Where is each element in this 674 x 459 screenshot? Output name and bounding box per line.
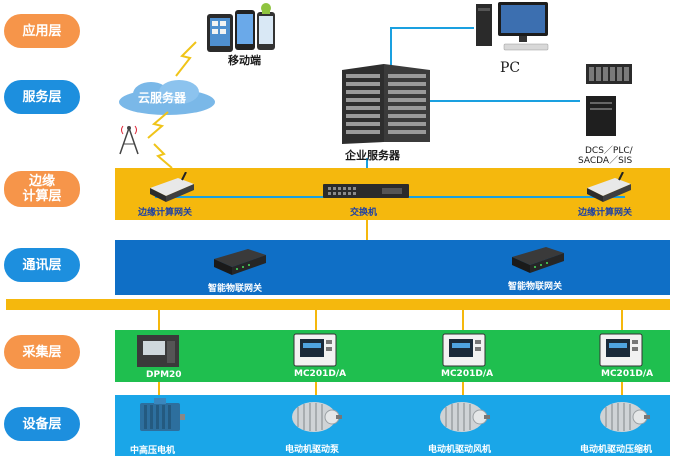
connector-collect-device-4 — [621, 382, 623, 395]
connector-collect-device-3 — [462, 382, 464, 395]
cloud-label: 云服务器 — [138, 91, 187, 105]
mobile-devices-icon — [207, 3, 275, 52]
switch-icon — [323, 184, 409, 198]
motor-compressor-icon — [600, 402, 650, 432]
iot-gateway-left-icon — [214, 249, 266, 275]
switch-label: 交换机 — [350, 208, 378, 218]
edge-gateway-left-icon — [150, 172, 194, 202]
iot-gateway-right-icon — [512, 247, 564, 273]
connector-collect-device-1 — [158, 382, 160, 395]
connector-server-pc — [390, 27, 392, 67]
dcs-label-line1: DCS／PLC/ — [585, 146, 633, 156]
enterprise-server-label: 企业服务器 — [345, 149, 400, 162]
connector-bus-collect-2 — [315, 310, 317, 331]
layer-app: 应用层 — [4, 14, 80, 48]
mc201-device-icon — [442, 333, 486, 367]
collect-label-3: MC201D/A — [441, 369, 494, 379]
enterprise-server-icon — [342, 64, 430, 144]
edge-gateway-left-label: 边缘计算网关 — [138, 208, 193, 218]
comm-layer-band — [115, 240, 670, 295]
edge-gateway-right-label: 边缘计算网关 — [578, 208, 633, 218]
connector-edge-comm — [366, 220, 368, 240]
antenna-tower-icon — [119, 125, 139, 155]
iot-gateway-left-label: 智能物联网关 — [208, 284, 263, 294]
wireless-bolt-icon — [147, 111, 169, 139]
layer-service: 服务层 — [4, 80, 80, 114]
layer-comm: 通讯层 — [4, 248, 80, 282]
layer-collect: 采集层 — [4, 335, 80, 369]
motor-pump-icon — [292, 402, 342, 432]
connector-collect-device-2 — [315, 382, 317, 395]
dcs-label-line2: SACDA／SIS — [578, 156, 633, 166]
connector-server-dcs — [430, 100, 580, 102]
pc-icon — [476, 2, 549, 51]
device-label-2: 电动机驱动泵 — [285, 445, 340, 455]
device-label-3: 电动机驱动风机 — [428, 445, 492, 455]
pc-label: PC — [500, 60, 521, 76]
mc201-device-icon — [293, 333, 337, 367]
connector-bus-collect-1 — [158, 310, 160, 331]
connector-bus-collect-4 — [621, 310, 623, 331]
device-label-4: 电动机驱动压缩机 — [580, 445, 653, 455]
mobile-label: 移动端 — [228, 54, 261, 67]
wireless-bolt-icon — [153, 143, 173, 169]
edge-gateway-right-icon — [587, 172, 631, 202]
collect-label-4: MC201D/A — [601, 369, 654, 379]
mc201-device-icon — [599, 333, 643, 367]
collect-label-2: MC201D/A — [294, 369, 347, 379]
dpm20-device-icon — [137, 335, 179, 367]
layer-device: 设备层 — [4, 407, 80, 441]
iot-gateway-right-label: 智能物联网关 — [508, 282, 563, 292]
device-label-1: 中高压电机 — [130, 446, 176, 456]
connector-bus-collect-3 — [462, 310, 464, 331]
dcs-plc-icon — [586, 64, 632, 136]
connector-server-switch — [366, 158, 368, 172]
device-layer-band — [115, 395, 670, 456]
collect-label-1: DPM20 — [146, 370, 182, 380]
motor-fan-icon — [440, 402, 490, 432]
hv-motor-icon — [140, 398, 185, 431]
cloud-icon — [119, 80, 215, 115]
layer-edge: 边缘 计算层 — [4, 171, 80, 207]
data-bus-bar — [6, 299, 670, 310]
connector-pc-horizontal — [390, 27, 474, 29]
collect-layer-band — [115, 330, 670, 382]
wireless-bolt-icon — [175, 41, 197, 77]
